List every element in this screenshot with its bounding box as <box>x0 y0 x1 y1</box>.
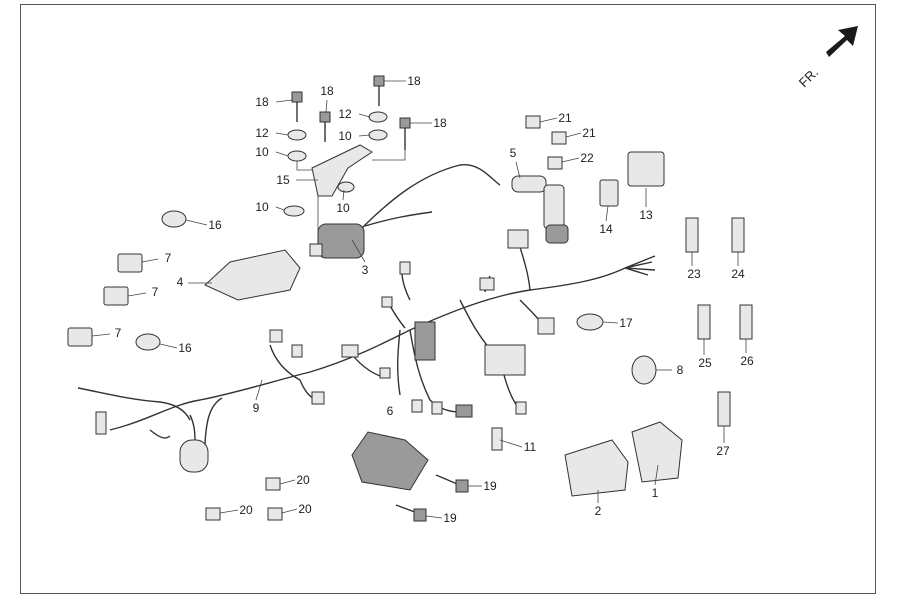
clamps-part-16-17 <box>135 210 604 351</box>
regulator-part-6 <box>351 431 429 491</box>
fuses-part-20-21-22 <box>205 115 567 521</box>
callout-c2: 2 <box>595 504 602 518</box>
module-part-2 <box>564 439 629 497</box>
callout-c25: 25 <box>698 356 712 370</box>
callout-c13: 13 <box>639 208 653 222</box>
callout-c5: 5 <box>510 146 517 160</box>
bolts-part-19 <box>395 474 469 522</box>
ignition-coil-part-3 <box>309 164 501 259</box>
callout-c14: 14 <box>599 222 613 236</box>
diagram-frame <box>20 4 876 594</box>
callout-c18d: 18 <box>433 116 447 130</box>
callout-c16b: 16 <box>178 341 192 355</box>
relay-part-13 <box>627 151 665 187</box>
callout-c18c: 18 <box>407 74 421 88</box>
callout-c1: 1 <box>652 486 659 500</box>
callout-c18a: 18 <box>255 95 269 109</box>
callout-c21a: 21 <box>558 111 572 125</box>
callout-c7c: 7 <box>115 326 122 340</box>
callout-c20a: 20 <box>296 473 310 487</box>
callout-c9: 9 <box>253 401 260 415</box>
callout-c7a: 7 <box>165 251 172 265</box>
bracket-part-11 <box>491 427 503 451</box>
callout-c8: 8 <box>677 363 684 377</box>
front-arrow-icon <box>826 26 858 57</box>
callout-c24: 24 <box>731 267 745 281</box>
callout-c20c: 20 <box>298 502 312 516</box>
callout-c18b: 18 <box>320 84 334 98</box>
callout-c20b: 20 <box>239 503 253 517</box>
washers-part-10-12 <box>283 111 388 217</box>
grommet-part-8 <box>631 355 657 385</box>
callout-c22: 22 <box>580 151 594 165</box>
wire-harness-part-9 <box>77 229 656 473</box>
callout-c21b: 21 <box>582 126 596 140</box>
callout-c10c: 10 <box>336 201 350 215</box>
tubes-part-23-27 <box>685 217 753 427</box>
fuse-holder-part-14 <box>599 179 619 207</box>
callout-c27: 27 <box>716 444 730 458</box>
callout-c7b: 7 <box>152 285 159 299</box>
callout-c19a: 19 <box>483 479 497 493</box>
callout-c17: 17 <box>619 316 633 330</box>
spark-plug-cap-part-5 <box>511 175 569 244</box>
callout-c3: 3 <box>362 263 369 277</box>
holder-part-4 <box>204 249 301 301</box>
callout-c15: 15 <box>276 173 290 187</box>
callout-c10a: 10 <box>255 145 269 159</box>
callout-c4: 4 <box>177 275 184 289</box>
module-part-1 <box>631 421 683 483</box>
connectors-part-7 <box>67 253 143 347</box>
callout-c19b: 19 <box>443 511 457 525</box>
front-direction-label: FR. <box>796 65 821 90</box>
leader-lines <box>91 80 747 519</box>
callout-c26: 26 <box>740 354 754 368</box>
callout-c11: 11 <box>524 440 537 454</box>
callout-c16a: 16 <box>208 218 222 232</box>
callout-c12a: 12 <box>255 126 269 140</box>
callout-c10d: 10 <box>255 200 269 214</box>
callout-c12b: 12 <box>338 107 352 121</box>
callout-c6: 6 <box>387 404 394 418</box>
callout-c23: 23 <box>687 267 701 281</box>
callout-labels: 1234567778910101010111212131415161617181… <box>115 74 754 525</box>
callout-c10b: 10 <box>338 129 352 143</box>
